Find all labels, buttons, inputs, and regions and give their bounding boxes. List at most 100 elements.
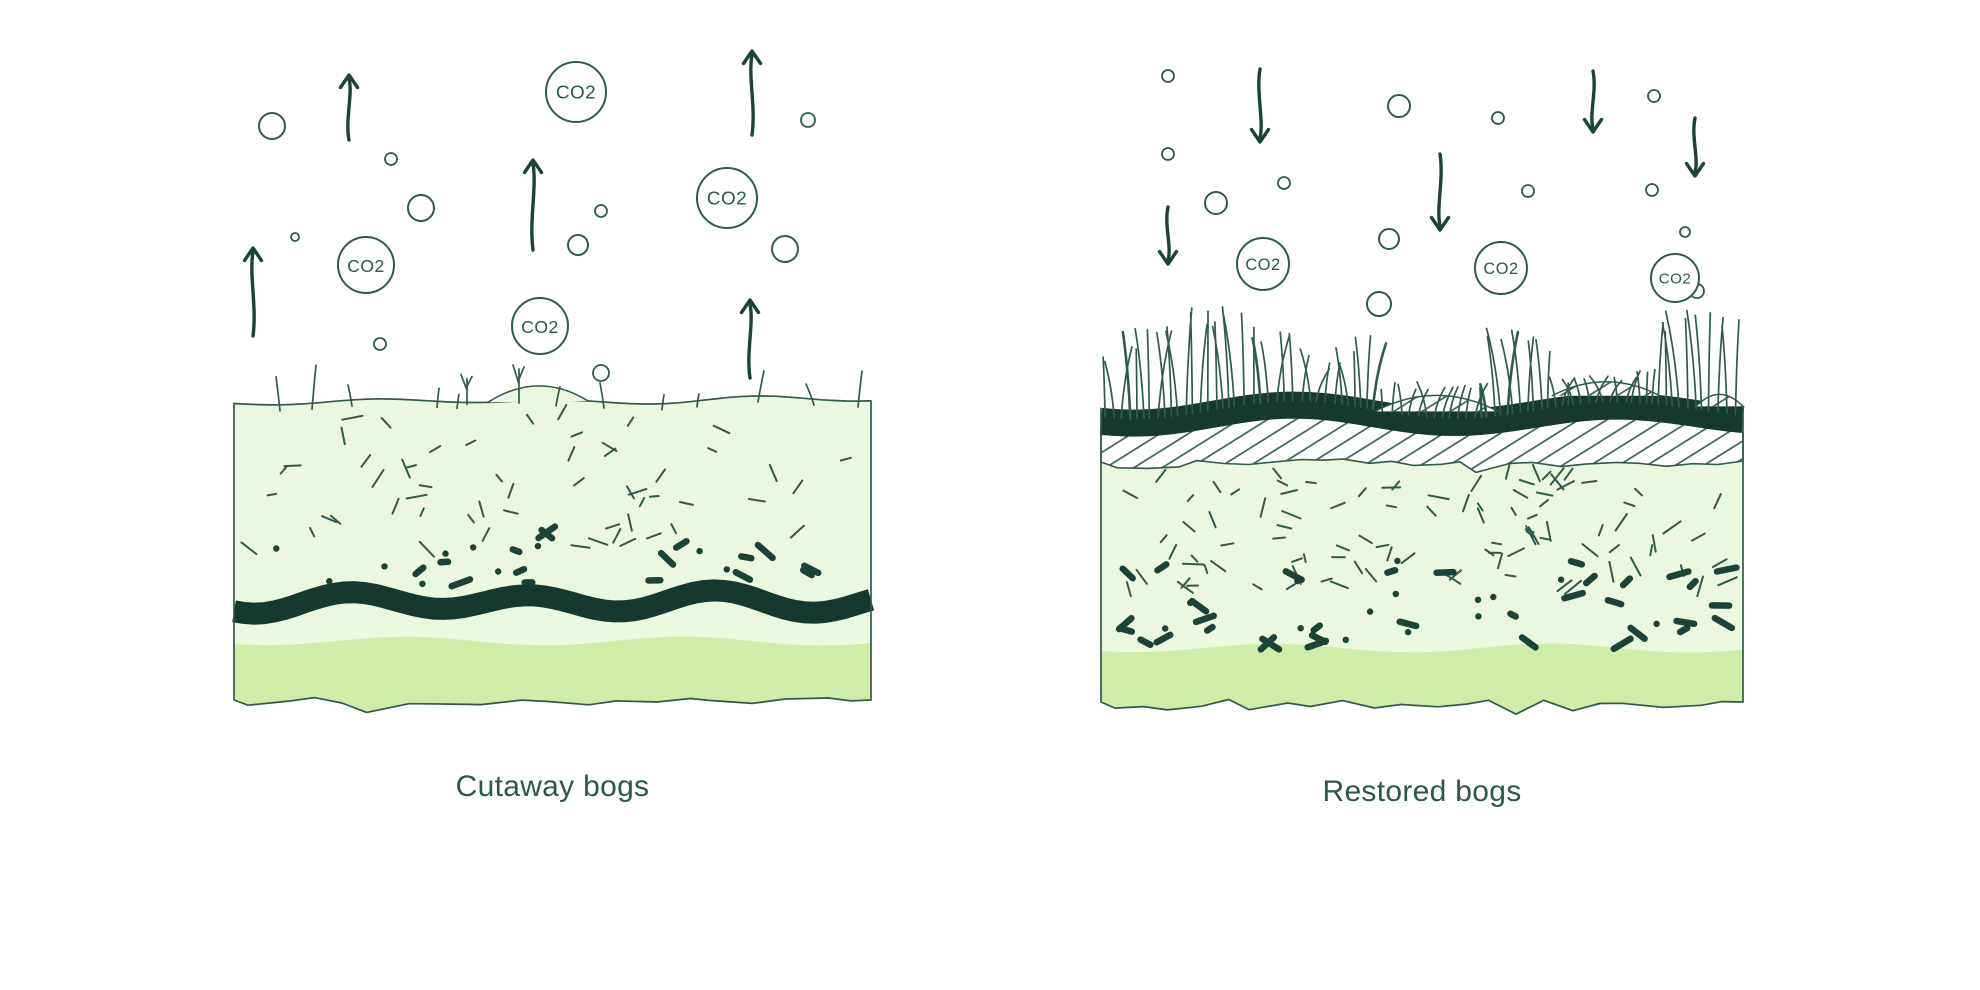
peat-fiber-dash xyxy=(1711,558,1728,568)
peat-clump-dash xyxy=(1192,612,1217,626)
peat-fiber-dash xyxy=(570,544,591,549)
peat-clump-dash xyxy=(1676,624,1691,636)
lower-peat-band xyxy=(1101,643,1743,715)
down-arrow-icon xyxy=(1684,116,1706,178)
grass-blade xyxy=(1456,384,1466,419)
co2-bubble-circle xyxy=(696,167,758,229)
peat-fiber-dash xyxy=(405,493,428,500)
peat-dot xyxy=(495,568,502,575)
peat-clump-dash xyxy=(1582,572,1598,587)
peat-dot xyxy=(273,545,280,552)
peat-fiber-dash xyxy=(1623,501,1636,507)
surface-mound xyxy=(487,385,589,403)
peat-fiber-dash xyxy=(418,484,433,489)
co2-bubble-label: CO2 xyxy=(556,83,596,104)
arrow-head xyxy=(739,298,761,315)
peat-fiber-dash xyxy=(678,501,694,506)
grass-blade xyxy=(1657,322,1664,405)
grass-blade xyxy=(1583,378,1591,404)
peat-fiber-dash xyxy=(495,473,503,483)
peat-clump-dash xyxy=(1137,636,1154,649)
grass-blade xyxy=(1613,376,1619,403)
arrow-tail xyxy=(1590,69,1596,130)
arrow-tail xyxy=(1437,152,1443,228)
grass-blade xyxy=(456,393,460,410)
block-outline xyxy=(1100,406,1744,715)
up-arrow-icon xyxy=(741,49,763,137)
peat-fiber-dash xyxy=(1556,480,1575,491)
co2-bubble-circle xyxy=(337,236,395,294)
peat-fiber-dash xyxy=(1427,494,1450,501)
peat-fiber-dash xyxy=(1564,579,1583,595)
gas-bubble xyxy=(290,232,300,242)
peat-fiber-dash xyxy=(1252,583,1263,591)
gas-bubble xyxy=(1387,94,1411,118)
gas-bubble xyxy=(384,152,398,166)
arrow-tail xyxy=(747,302,753,380)
gas-bubble xyxy=(407,194,435,222)
gas-bubble xyxy=(592,364,610,382)
grass-blade xyxy=(1661,321,1674,407)
grass-blade xyxy=(1417,388,1429,417)
peat-fiber-dash xyxy=(1512,489,1529,499)
peat-fiber-dash xyxy=(1125,581,1132,597)
grass-blade xyxy=(1407,388,1417,416)
grass xyxy=(275,364,863,412)
peat-fiber-dash xyxy=(1541,470,1552,481)
peat-fiber-dash xyxy=(1190,554,1199,563)
grass-blade xyxy=(1465,387,1472,419)
co2-bubble-circle xyxy=(1474,241,1528,295)
peat-clump-dash xyxy=(1154,561,1170,574)
grass-blade xyxy=(1199,323,1208,413)
peat-fiber-dash xyxy=(1335,544,1351,552)
peat-dot xyxy=(1404,628,1412,636)
peat-fiber-dash xyxy=(401,458,411,479)
peat-fiber-dash xyxy=(605,523,621,530)
grass-blade xyxy=(1157,330,1173,419)
grass-blade xyxy=(311,364,317,411)
peat-fiber-dash xyxy=(789,524,805,539)
peat-fiber-dash xyxy=(839,456,852,462)
peat-clump-dash xyxy=(448,576,474,590)
peat-dot xyxy=(381,563,388,570)
peat-dot xyxy=(723,566,730,573)
peat-fiber-dash xyxy=(1385,504,1397,509)
peat-fiber-dash xyxy=(646,532,662,540)
peat-dot xyxy=(1490,593,1497,601)
peat-fiber-dash xyxy=(266,492,278,497)
gas-bubble xyxy=(1679,226,1691,238)
peat-fiber-dash xyxy=(1497,552,1504,570)
grass-blade xyxy=(1354,336,1362,408)
dark-peat-band xyxy=(232,579,875,625)
gas-bubble xyxy=(1366,291,1392,317)
peat-fiber-dash xyxy=(612,528,622,544)
grass-blade xyxy=(1734,319,1740,416)
peat-fiber-dash xyxy=(309,527,316,538)
peat-clump-dash xyxy=(1433,568,1457,576)
arrow-tail xyxy=(530,162,536,252)
peat-fiber-dash xyxy=(1510,506,1517,516)
peat-clump-dash xyxy=(1713,564,1740,575)
peat-dot xyxy=(442,550,449,557)
grass-blade xyxy=(1448,386,1459,419)
grass-blade xyxy=(1299,348,1312,402)
restored-bogs-caption: Restored bogs xyxy=(1322,775,1522,808)
grass-blade xyxy=(1155,331,1166,418)
gas-bubble xyxy=(771,235,799,263)
peat-clump-dash xyxy=(1610,635,1634,653)
peat-fiber-dash xyxy=(1535,491,1554,497)
peat-fiber-dash xyxy=(1182,562,1205,566)
peat-fiber-dash xyxy=(503,509,519,515)
peat-dot xyxy=(1294,577,1301,585)
grass-blade xyxy=(1548,376,1557,408)
cutaway-bogs-caption: Cutaway bogs xyxy=(455,770,650,803)
peat-dot xyxy=(326,578,333,585)
down-arrow-icon xyxy=(1582,69,1604,134)
block-outline xyxy=(233,395,872,714)
grass-blade xyxy=(275,375,281,412)
peat-fiber-dash xyxy=(1531,463,1541,483)
peat-fiber-dash xyxy=(1504,573,1517,578)
peat-clump-dash xyxy=(801,562,822,577)
peat-dot xyxy=(1297,625,1304,632)
